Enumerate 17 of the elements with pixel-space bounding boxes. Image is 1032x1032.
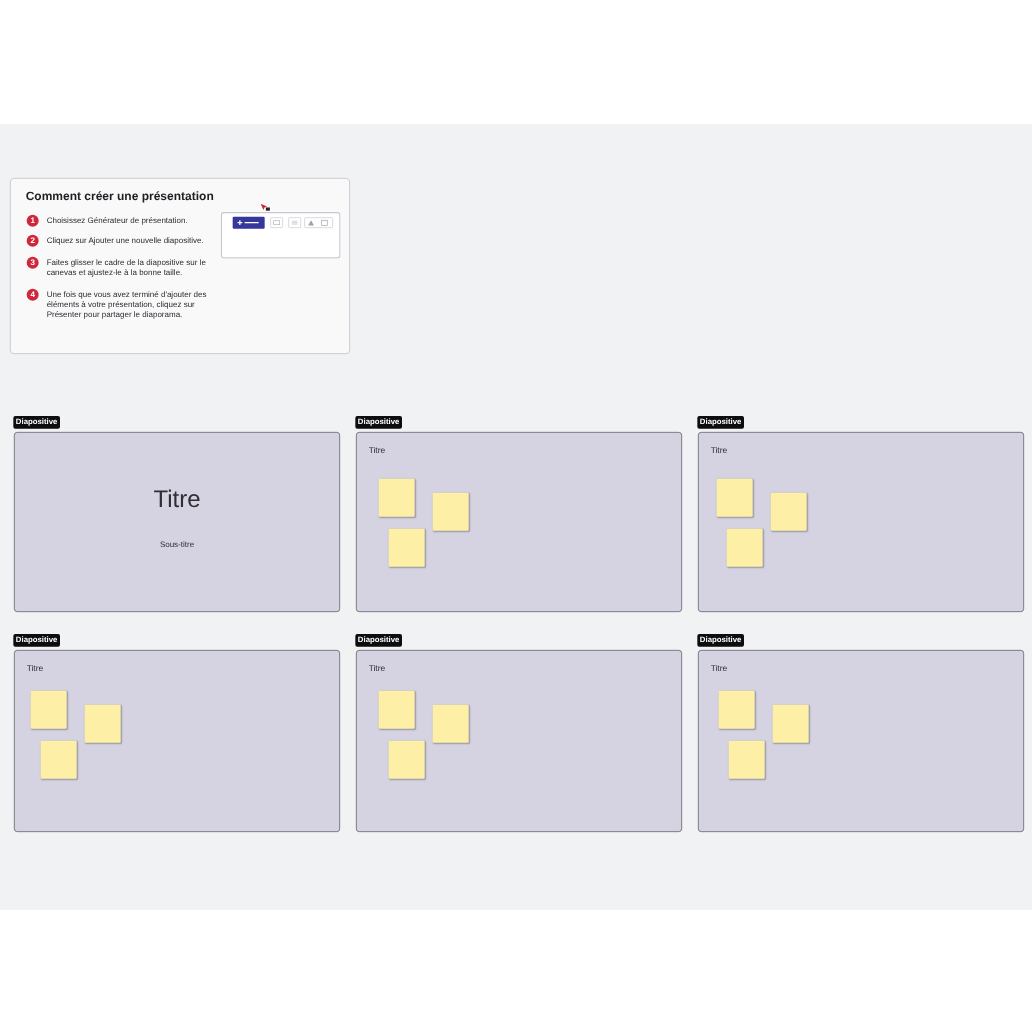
sticky-note [770, 492, 807, 531]
sticky-note [772, 704, 809, 743]
sticky-note [432, 492, 469, 531]
sticky-note [726, 528, 763, 567]
sticky-note [718, 690, 755, 729]
sticky-note [378, 690, 415, 729]
sticky-note [30, 690, 67, 729]
slide-title: Titre [153, 485, 201, 513]
sticky-note [388, 528, 425, 567]
sticky-note [716, 478, 753, 517]
sticky-note [728, 740, 765, 779]
sticky-note [432, 704, 469, 743]
sticky-note [378, 478, 415, 517]
sticky-note [388, 740, 425, 779]
sticky-note [40, 740, 77, 779]
instruction-panel [10, 178, 350, 354]
sticky-note [84, 704, 121, 743]
